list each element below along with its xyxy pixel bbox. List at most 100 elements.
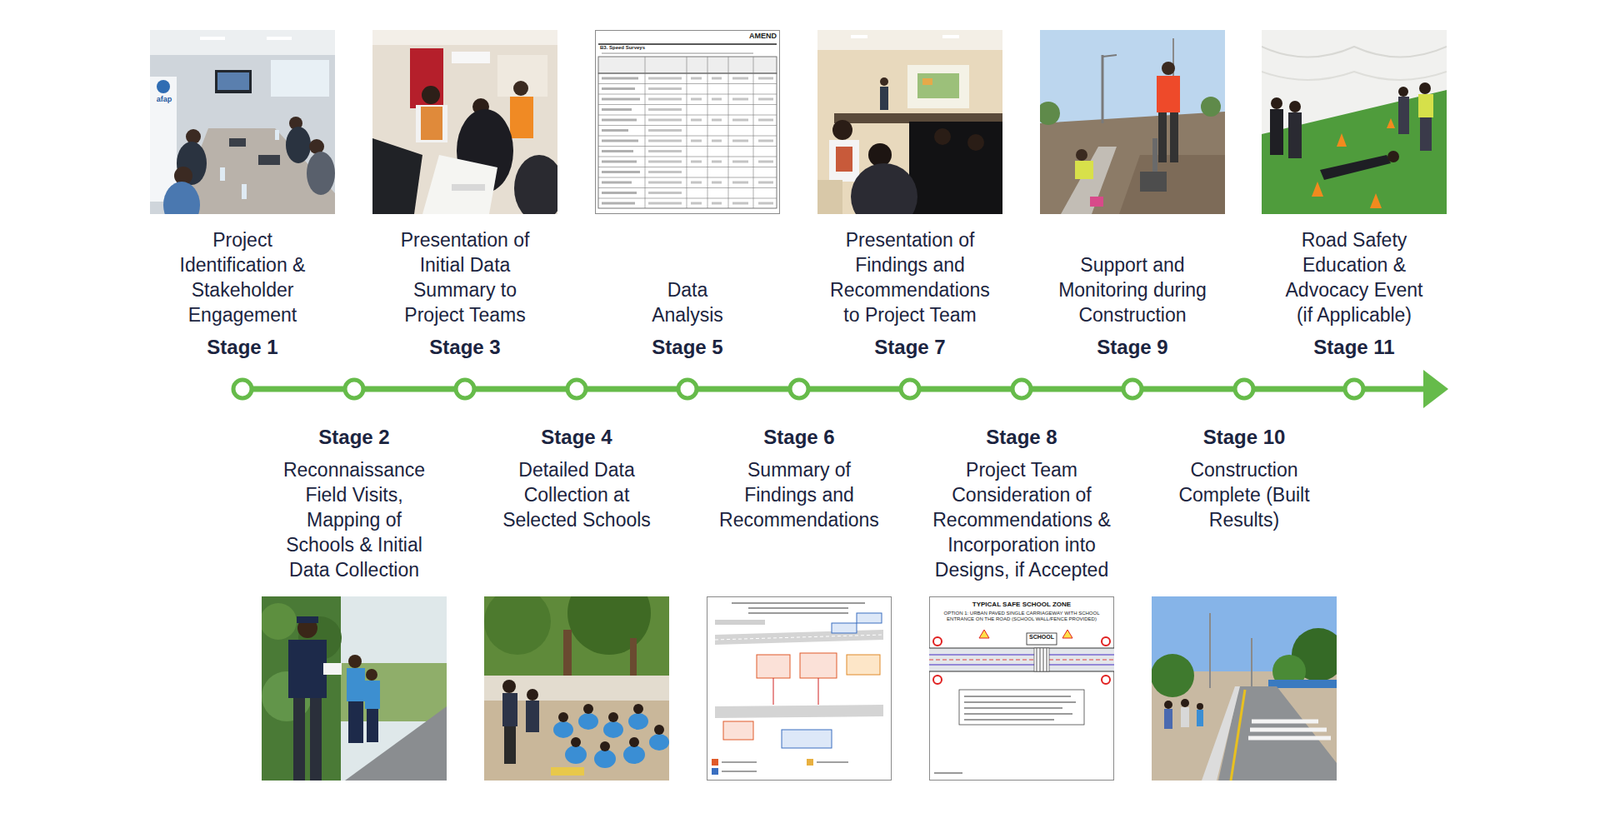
meeting-photo-part bbox=[266, 36, 292, 40]
event-photo-part bbox=[1320, 155, 1391, 180]
meeting-photo-part bbox=[156, 80, 170, 94]
field-visit-photo-part bbox=[348, 701, 364, 744]
stage-dots-part bbox=[900, 380, 920, 399]
findings-drawing-part bbox=[711, 768, 719, 775]
presentation-photo-part bbox=[868, 143, 892, 167]
school-zone-drawing-part bbox=[1036, 648, 1047, 672]
stage-description: Project Team Consideration of Recommenda… bbox=[912, 457, 1131, 583]
meeting-photo-part bbox=[217, 72, 250, 90]
event-photo-part bbox=[1386, 118, 1395, 129]
stage-number: Stage 7 bbox=[825, 335, 996, 360]
school-zone-drawing-part bbox=[934, 772, 963, 775]
field-visit-photo-part bbox=[365, 669, 378, 681]
data-collection-photo-part bbox=[654, 725, 665, 735]
picture-label: B3. Speed Surveys bbox=[600, 45, 717, 51]
stage-number: Stage 8 bbox=[912, 425, 1131, 450]
field-visit-photo-part bbox=[296, 616, 319, 624]
stage-node: Presentation of Initial Data Summary to … bbox=[385, 227, 545, 360]
meeting-photo-part bbox=[258, 155, 280, 165]
stage-dots-part bbox=[678, 380, 697, 399]
presentation-photo-part bbox=[497, 55, 548, 97]
school-zone-drawing-part bbox=[1026, 633, 1057, 645]
presentation-photo-part bbox=[415, 105, 448, 143]
stage-dots-part bbox=[567, 380, 586, 399]
presentation-photo-part bbox=[922, 78, 933, 85]
event-photo-part bbox=[1336, 133, 1347, 147]
meeting-photo-part bbox=[306, 151, 335, 195]
meeting-photo-part bbox=[220, 167, 225, 181]
school-zone-drawing-part bbox=[979, 630, 990, 639]
construction-photo-part bbox=[1161, 61, 1175, 75]
construction-photo-part bbox=[1119, 155, 1225, 215]
picture-label: TYPICAL SAFE SCHOOL ZONE bbox=[935, 600, 1109, 610]
construction-photo-part bbox=[1075, 149, 1088, 161]
presentation-photo-part bbox=[513, 80, 529, 96]
built-result-photo-part bbox=[1151, 596, 1337, 781]
stage-description: Reconnaissance Field Visits, Mapping of … bbox=[273, 457, 436, 583]
school-zone-drawing-part bbox=[964, 696, 1076, 720]
field-visit-photo-part bbox=[310, 698, 322, 781]
data-collection-photo-part bbox=[550, 767, 585, 776]
meeting-photo-part bbox=[285, 126, 311, 164]
presentation-photo-part bbox=[421, 85, 440, 105]
presentation-photo-part bbox=[817, 30, 1003, 50]
event-photo bbox=[1261, 30, 1447, 215]
presentation-photo-part bbox=[934, 128, 951, 145]
presentation-photo-part bbox=[967, 134, 985, 151]
school-zone-drawing-part bbox=[933, 675, 942, 685]
table-document-part bbox=[598, 73, 777, 209]
table-document-part bbox=[601, 78, 640, 204]
event-photo-part bbox=[1261, 71, 1447, 80]
data-collection-photo-part bbox=[504, 726, 516, 765]
construction-photo-part bbox=[1156, 75, 1180, 113]
stage-node: Road Safety Education & Advocacy Event (… bbox=[1279, 227, 1430, 360]
stage-description: Road Safety Education & Advocacy Event (… bbox=[1279, 227, 1430, 328]
built-result-photo-part bbox=[1230, 690, 1245, 781]
stage-node: Stage 6Summary of Findings and Recommend… bbox=[714, 425, 885, 533]
event-photo-part bbox=[1261, 90, 1447, 215]
field-visit-photo-part bbox=[348, 655, 362, 669]
presentation-photo-part bbox=[909, 121, 1003, 215]
event-photo-part bbox=[1420, 117, 1432, 151]
data-collection-photo-part bbox=[649, 734, 670, 751]
findings-drawing-part bbox=[707, 597, 892, 781]
table-document-part bbox=[598, 43, 777, 45]
presentation-photo-part bbox=[907, 65, 970, 109]
findings-drawing-part bbox=[818, 678, 820, 705]
findings-drawing-part bbox=[806, 759, 814, 766]
stage-number: Stage 10 bbox=[1177, 425, 1311, 450]
event-photo-part bbox=[1419, 82, 1431, 95]
meeting-photo-part bbox=[275, 130, 280, 140]
event-photo-part bbox=[1289, 100, 1301, 113]
built-result-photo bbox=[1151, 596, 1337, 781]
findings-drawing-part bbox=[715, 705, 884, 719]
presentation-photo bbox=[817, 30, 1003, 215]
built-result-photo-part bbox=[1209, 613, 1211, 689]
data-collection-photo-part bbox=[526, 689, 539, 701]
stage-number: Stage 11 bbox=[1279, 335, 1430, 360]
presentation-photo-part bbox=[817, 180, 843, 215]
stage-node: Data AnalysisStage 5 bbox=[641, 277, 734, 360]
data-collection-photo-part bbox=[570, 737, 581, 748]
table-document-part bbox=[595, 30, 780, 215]
table-document-part bbox=[598, 56, 777, 74]
school-zone-drawing-part bbox=[929, 648, 1115, 672]
data-collection-photo bbox=[484, 596, 670, 781]
construction-photo-part bbox=[1200, 96, 1221, 117]
presentation-photo-part bbox=[451, 51, 490, 64]
meeting-photo-part bbox=[241, 184, 247, 200]
event-photo-part bbox=[1288, 112, 1302, 159]
stage-node: Stage 2Reconnaissance Field Visits, Mapp… bbox=[273, 425, 436, 583]
presentation-photo bbox=[372, 30, 558, 215]
event-photo-part bbox=[1398, 86, 1409, 97]
field-visit-photo-part bbox=[293, 698, 305, 781]
findings-drawing-part bbox=[715, 630, 884, 645]
presentation-photo-part bbox=[422, 155, 498, 215]
meeting-photo-part bbox=[270, 60, 330, 97]
construction-photo-part bbox=[1158, 112, 1167, 163]
findings-drawing-part bbox=[715, 620, 765, 625]
school-zone-drawing-part bbox=[929, 654, 1115, 656]
data-collection-photo-part bbox=[567, 596, 651, 655]
